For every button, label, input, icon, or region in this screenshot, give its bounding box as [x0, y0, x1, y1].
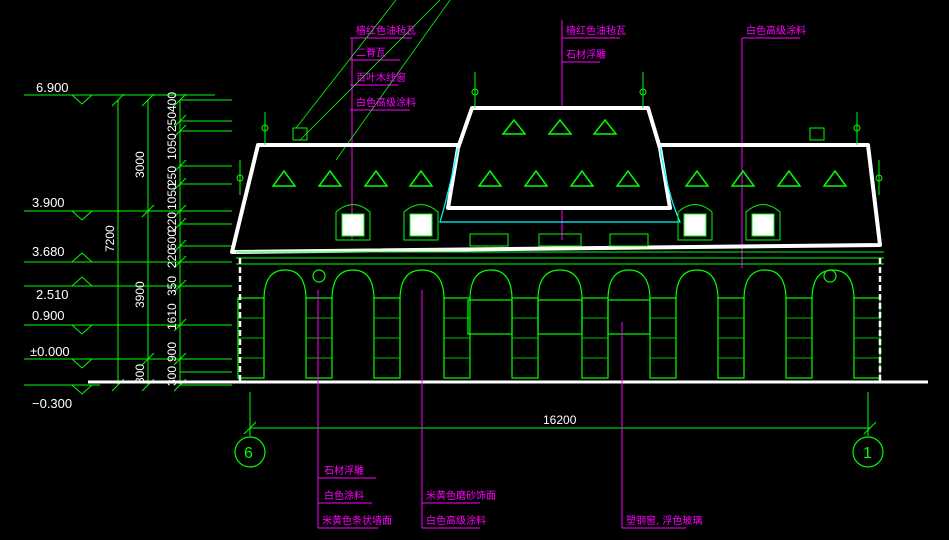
dimension-label: 1610 — [165, 303, 179, 330]
dimension-label: 7200 — [103, 225, 117, 252]
dimension-label: 1050 — [165, 183, 179, 210]
dimension-label: 900 — [165, 342, 179, 362]
level-label: −0.300 — [32, 396, 72, 411]
axis-bubble — [852, 436, 884, 468]
dimension-label: 400 — [165, 92, 179, 112]
annotation-label: 百叶木线窗 — [356, 71, 406, 84]
level-label: 3.680 — [32, 244, 65, 259]
level-label: 2.510 — [36, 287, 69, 302]
dimension-label: 350 — [165, 276, 179, 296]
axis-bubble — [234, 436, 266, 468]
dimension-label: 250 — [165, 166, 179, 186]
dimension-label: 3900 — [133, 281, 147, 308]
annotation-label: 白色高级涂料 — [426, 514, 486, 527]
annotation-label: 塑钢窗, 浮色玻璃 — [626, 514, 702, 527]
dimension-label: 250 — [165, 112, 179, 132]
annotation-label: 米黄色条状墙面 — [322, 514, 392, 527]
annotation-label: 白色高级涂料 — [356, 96, 416, 109]
level-label: 6.900 — [36, 80, 69, 95]
dimension-labels-inner: 400 250 1050 250 1050 220 600 220 350 16… — [165, 92, 179, 386]
axis-label: 1 — [863, 445, 872, 462]
annotation-label: 白色高级涂料 — [746, 24, 806, 37]
annotation-label: 石材浮雕 — [566, 48, 606, 61]
dimension-label: 600 — [165, 230, 179, 250]
overall-dimension — [243, 392, 877, 436]
annotation-label: 白色涂料 — [324, 489, 364, 502]
building-elevation — [88, 72, 928, 384]
dimension-label: 220 — [165, 248, 179, 268]
leader-lines-bottom — [317, 290, 686, 529]
dimension-label: 1050 — [165, 133, 179, 160]
axis-label: 6 — [244, 445, 253, 462]
annotation-label: 樯红色油毡瓦 — [566, 24, 626, 37]
level-label: 0.900 — [32, 308, 65, 323]
level-label: 3.900 — [32, 195, 65, 210]
level-markers — [24, 94, 215, 395]
annotation-label: 樯红色油毡瓦 — [356, 24, 416, 37]
level-label: ±0.000 — [30, 344, 70, 359]
axis-bubbles — [234, 436, 884, 468]
dimension-label: 3000 — [133, 151, 147, 178]
dimension-label: 220 — [165, 212, 179, 232]
overall-width-label: 16200 — [543, 413, 577, 427]
annotation-label: 石材浮雕 — [324, 464, 364, 477]
annotation-label: 二脊瓦 — [356, 46, 386, 59]
annotation-label: 米黄色磨砂饰面 — [426, 489, 496, 502]
dimension-label: 300 — [133, 364, 147, 384]
roof-hatch-lines — [295, 0, 451, 161]
